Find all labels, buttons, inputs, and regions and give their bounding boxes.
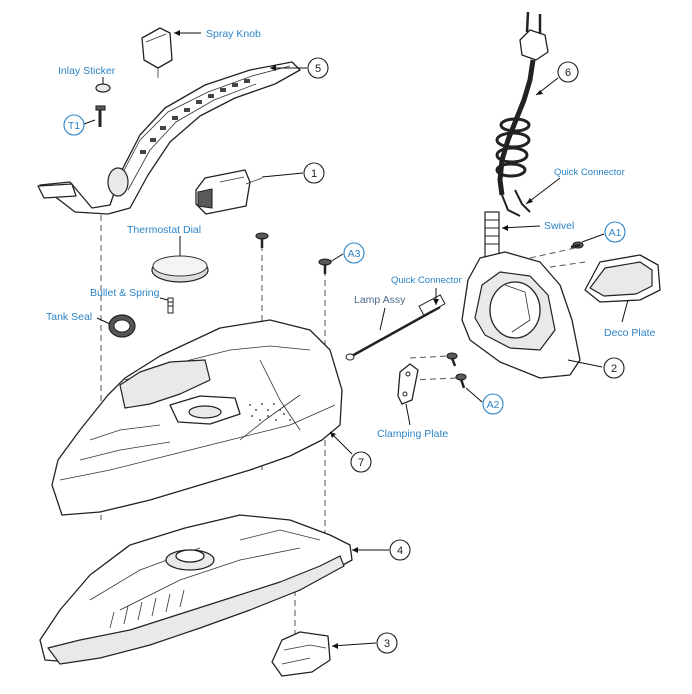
callout-2: 2 — [603, 357, 625, 379]
label-swivel: Swivel — [544, 220, 574, 232]
svg-text:T1: T1 — [68, 120, 80, 132]
screw-center — [255, 232, 269, 248]
screw-a3 — [318, 258, 332, 274]
screws-a2 — [446, 352, 467, 389]
label-thermostat-dial: Thermostat Dial — [127, 224, 201, 236]
callout-4: 4 — [389, 539, 411, 561]
bullet-spring-part — [167, 297, 174, 314]
leader-lines — [83, 30, 629, 649]
screw-t1 — [95, 105, 106, 127]
handle-cover-part — [37, 61, 301, 215]
tag-t1: T1 — [63, 114, 85, 136]
tag-a3: A3 — [343, 242, 365, 264]
label-tank-seal: Tank Seal — [46, 311, 92, 323]
tag-a2: A2 — [482, 393, 504, 415]
tank-seal-part — [108, 314, 136, 338]
label-quick-connector-lamp: Quick Connector — [391, 275, 462, 286]
clamping-plate-part — [397, 363, 419, 405]
callout-3: 3 — [376, 632, 398, 654]
svg-text:7: 7 — [358, 457, 364, 469]
thermostat-dial-part — [151, 255, 209, 283]
svg-text:5: 5 — [315, 63, 321, 75]
label-inlay-sticker: Inlay Sticker — [58, 65, 116, 77]
label-spray-knob: Spray Knob — [206, 28, 261, 40]
inlay-sticker-part — [95, 83, 111, 93]
label-lamp-assy: Lamp Assy — [354, 294, 406, 306]
svg-text:A1: A1 — [609, 227, 622, 239]
soleplate-part — [39, 514, 353, 665]
label-deco-plate: Deco Plate — [604, 327, 656, 339]
svg-text:A3: A3 — [348, 248, 361, 260]
spray-knob-part — [141, 27, 173, 78]
screw-a1 — [570, 241, 584, 249]
svg-text:6: 6 — [565, 67, 571, 79]
label-bullet-spring: Bullet & Spring — [90, 287, 160, 299]
iron-housing-part — [51, 319, 343, 516]
heel-cover-part — [271, 631, 331, 677]
label-quick-connector-cord: Quick Connector — [554, 167, 625, 178]
deco-plate-part — [584, 254, 661, 303]
control-module-part — [195, 169, 263, 215]
svg-text:2: 2 — [611, 363, 617, 375]
svg-text:3: 3 — [384, 638, 390, 650]
rear-housing-part — [461, 211, 581, 379]
svg-text:1: 1 — [311, 168, 317, 180]
callout-7: 7 — [350, 451, 372, 473]
callout-5: 5 — [307, 57, 329, 79]
label-clamping-plate: Clamping Plate — [377, 428, 448, 440]
power-cord-part — [495, 11, 549, 217]
svg-text:A2: A2 — [487, 399, 500, 411]
tag-a1: A1 — [604, 221, 626, 243]
callout-1: 1 — [303, 162, 325, 184]
callout-6: 6 — [557, 61, 579, 83]
svg-text:4: 4 — [397, 545, 403, 557]
